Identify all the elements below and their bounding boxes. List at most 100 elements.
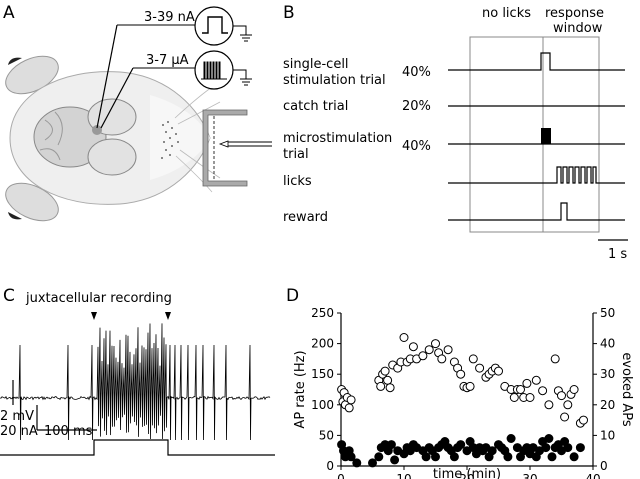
current-label: 3-39 nA [144,10,195,25]
ap-rate-point [522,378,532,388]
y-tick-label: 100 [311,398,334,412]
trace-reward [448,202,625,221]
y2-axis-label: evoked APs [619,352,634,427]
x-tick-label: 20 [459,472,474,479]
row-label-catch: catch trial [283,99,348,114]
evoked-ap-point [431,452,440,462]
ap-rate-point [456,369,466,379]
evoked-ap-point [390,455,400,465]
y-tick-label: 150 [311,367,334,381]
stim-end-marker [165,312,171,320]
evoked-ap-point [541,443,551,453]
ap-rate-point [531,375,541,385]
row-label-micro-line2: trial [283,147,309,162]
ap-rate-point [346,395,356,405]
scale-mv-label: 2 mV [0,409,34,424]
current-step-trace [0,439,275,456]
brain-hemisphere-right [87,138,137,176]
ap-rate-point [443,345,453,355]
evoked-ap-point [487,446,497,456]
evoked-ap-point [346,452,356,462]
response-window [542,36,600,233]
ear-top-tip [8,57,22,65]
panel-a: A [3,3,272,222]
x-tick-label: 0 [337,472,345,479]
y2-tick-label: 20 [600,398,615,412]
panel-c-letter: C [3,286,15,306]
ap-rate-point [475,363,485,373]
ap-rate-point [344,403,354,413]
evoked-ap-point [544,434,554,443]
evoked-ap-point [547,452,557,462]
trace-licks [448,166,625,184]
recording-title: juxtacellular recording [25,291,172,306]
row-label-single-cell-line2: stimulation trial [283,73,386,88]
y-tick-label: 250 [311,306,334,320]
ap-rate-point [437,354,447,364]
ap-rate-point [550,354,560,364]
evoked-ap-point [352,458,362,468]
evoked-ap-point [449,452,459,462]
panel-b: B no licks response window single-cell s… [283,3,628,262]
response-label-line1: response [545,6,604,21]
time-scale-label: 1 s [608,247,627,262]
y-tick-label: 0 [326,459,334,473]
ear-bottom-tip [8,212,22,220]
x-tick-label: 30 [522,472,537,479]
brain-cerebellum [33,106,107,168]
electrode-micro [100,67,134,129]
ap-rate-point [465,381,475,391]
recording-site [92,125,102,135]
ap-rate-point [557,391,566,401]
panel-c: C juxtacellular recording 2 mV 20 nA 100… [0,286,275,456]
y-tick-label: 200 [311,337,334,351]
snout [150,95,210,180]
row-label-micro-line1: microstimulation [283,131,392,146]
trace-single-cell [448,52,625,71]
ear-bottom [5,182,59,222]
evoked-ap-point [569,452,579,462]
x-tick-label: 10 [396,472,411,479]
y-axis-label: AP rate (Hz) [293,350,308,428]
row-pct-catch: 20% [402,99,431,114]
x-tick-label: 40 [585,472,600,479]
ap-rate-point [494,366,503,376]
ap-rate-point [383,375,393,385]
whisker-pad [161,121,179,159]
ap-rate-point [544,400,554,410]
evoked-ap-point [503,452,513,462]
ap-rate-point [538,386,548,396]
ap-rate-point [569,385,579,394]
row-label-reward: reward [283,210,328,225]
lick-port-icon [202,109,272,187]
stim-start-marker [91,312,97,320]
ap-rate-point [408,342,418,352]
ap-rate-point [579,415,588,425]
y2-tick-label: 30 [600,367,615,381]
row-pct-single-cell: 40% [402,65,431,80]
scale-na-label: 20 nA [0,424,38,439]
no-licks-window [469,36,544,233]
y2-tick-label: 50 [600,306,615,320]
panel-a-letter: A [3,3,15,23]
ap-rate-point [385,383,395,393]
ap-rate-point [380,366,390,376]
y2-tick-label: 40 [600,337,615,351]
ap-rate-point [399,333,409,342]
ap-rate-point [468,354,478,364]
row-label-single-cell-line1: single-cell [283,57,349,72]
evoked-ap-point [563,443,573,453]
y2-tick-label: 0 [600,459,608,473]
trace-micro-pulse [541,128,551,144]
ap-rate-point [431,339,440,349]
ap-rate-point [418,351,428,361]
panel-b-letter: B [283,3,295,23]
ap-rate-point [424,345,434,355]
evoked-ap-point [575,443,585,453]
evoked-ap-point [368,458,377,468]
brain-folds [39,111,63,161]
panel-d-letter: D [286,286,299,306]
ap-rate-point [516,385,525,394]
